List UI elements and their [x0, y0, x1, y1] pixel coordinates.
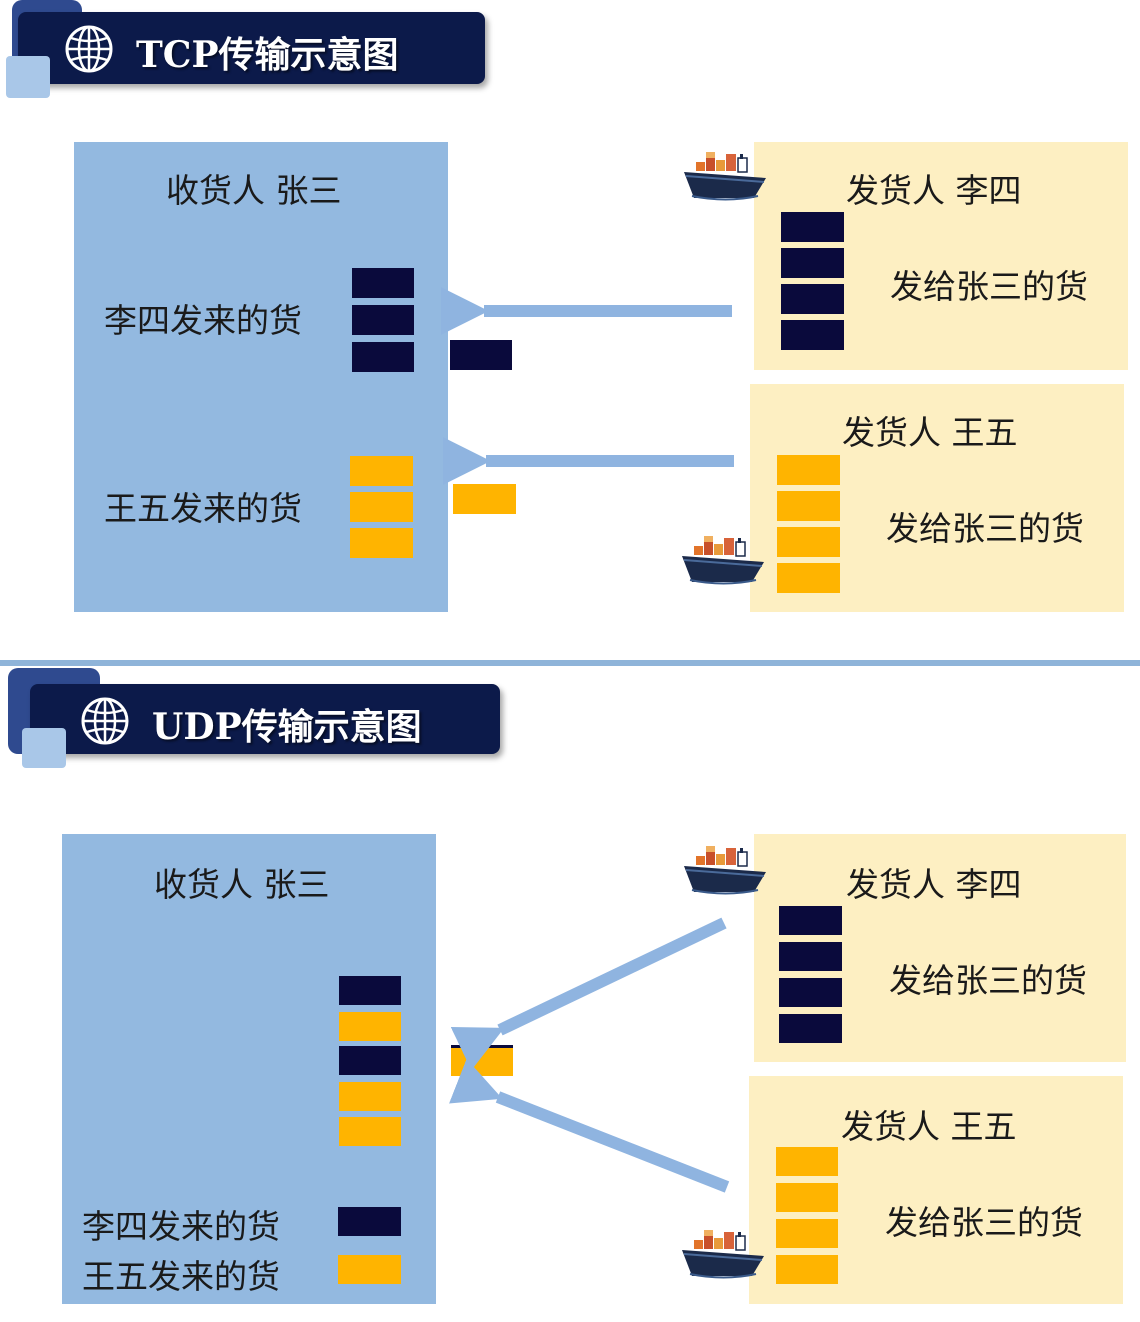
tcp-sender-wangwu-goods-label: 发给张三的货	[886, 509, 1084, 548]
udp-legend-lisi-label: 李四发来的货	[82, 1207, 280, 1246]
tcp-wangwu-gold-box	[777, 563, 840, 593]
udp-received-gold-box	[339, 1117, 401, 1146]
udp-received-dark-box	[339, 976, 401, 1005]
udp-sender-wangwu-label: 发货人 王五	[841, 1107, 1017, 1146]
section-divider	[0, 660, 1140, 666]
udp-wangwu-gold-box	[776, 1255, 838, 1284]
tcp-received-gold-box	[350, 492, 413, 522]
tcp-received-dark-box	[352, 305, 414, 335]
udp-sender-wangwu-goods-label: 发给张三的货	[885, 1203, 1083, 1242]
udp-wangwu-gold-box	[776, 1183, 838, 1212]
tcp-wangwu-gold-box	[777, 491, 840, 521]
udp-arrow-lisi	[450, 917, 727, 1071]
udp-legend-dark-swatch	[338, 1207, 401, 1236]
udp-received-gold-box	[339, 1012, 401, 1041]
tcp-in-transit-dark-box	[450, 340, 512, 370]
tcp-title: TCP传输示意图	[136, 34, 399, 76]
udp-wangwu-gold-box	[776, 1147, 838, 1176]
tcp-lisi-dark-box	[781, 320, 844, 350]
tcp-sender-lisi-label: 发货人 李四	[846, 171, 1022, 210]
udp-lisi-dark-box	[779, 906, 842, 935]
tcp-received-dark-box	[352, 268, 414, 298]
tcp-in-transit-gold-box	[453, 484, 516, 514]
tcp-sender-wangwu-label: 发货人 王五	[842, 413, 1018, 452]
udp-received-gold-box	[339, 1082, 401, 1111]
tcp-lisi-dark-box	[781, 212, 844, 242]
banner-accent-square	[6, 56, 50, 98]
tcp-received-gold-box	[350, 456, 413, 486]
tcp-wangwu-gold-box	[777, 455, 840, 485]
tcp-lisi-dark-box	[781, 284, 844, 314]
tcp-lisi-goods-label: 李四发来的货	[104, 301, 302, 340]
tcp-receiver-label: 收货人 张三	[166, 171, 342, 210]
udp-title: UDP传输示意图	[152, 706, 422, 748]
tcp-received-gold-box	[350, 528, 413, 558]
udp-received-dark-box	[339, 1046, 401, 1075]
tcp-wangwu-goods-label: 王五发来的货	[104, 489, 302, 528]
udp-sender-lisi-goods-label: 发给张三的货	[889, 961, 1087, 1000]
udp-lisi-dark-box	[779, 942, 842, 971]
udp-lisi-dark-box	[779, 1014, 842, 1043]
tcp-sender-lisi-goods-label: 发给张三的货	[890, 267, 1088, 306]
udp-arrow-wangwu	[449, 1058, 730, 1193]
udp-lisi-dark-box	[779, 978, 842, 1007]
tcp-received-dark-box	[352, 342, 414, 372]
udp-wangwu-gold-box	[776, 1219, 838, 1248]
udp-receiver-label: 收货人 张三	[154, 865, 330, 904]
udp-legend-gold-swatch	[338, 1255, 401, 1284]
udp-sender-lisi-label: 发货人 李四	[846, 865, 1022, 904]
tcp-wangwu-gold-box	[777, 527, 840, 557]
tcp-lisi-dark-box	[781, 248, 844, 278]
udp-legend-wangwu-label: 王五发来的货	[82, 1257, 280, 1296]
banner-accent-square	[22, 728, 66, 768]
